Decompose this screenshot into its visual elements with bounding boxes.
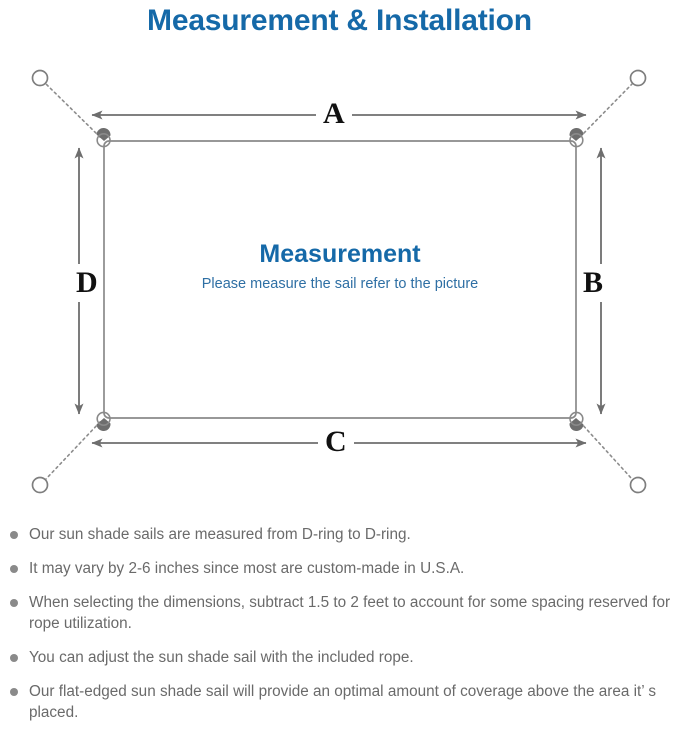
bullet-icon — [10, 654, 18, 662]
anchor-ring-top-left — [31, 69, 49, 87]
sail-measurement-diagram: A B C D Measurement Please measure the s… — [31, 69, 647, 494]
corner-d-rings — [96, 127, 584, 432]
rope-line-top-right — [579, 83, 633, 138]
list-item-text: You can adjust the sun shade sail with t… — [29, 649, 414, 666]
page-title: Measurement & Installation — [147, 4, 532, 37]
d-ring-top-right — [569, 127, 584, 148]
bullet-icon — [10, 688, 18, 696]
list-item-text: It may vary by 2-6 inches since most are… — [29, 560, 465, 577]
list-item-text: Our flat-edged sun shade sail will provi… — [29, 683, 656, 721]
d-ring-bottom-left — [96, 411, 111, 432]
list-item: You can adjust the sun shade sail with t… — [0, 647, 679, 668]
anchor-ring-bottom-left — [31, 476, 49, 494]
anchor-rings — [31, 69, 647, 494]
anchor-ring-bottom-right — [629, 476, 647, 494]
list-item: It may vary by 2-6 inches since most are… — [0, 558, 679, 579]
diagram-center-caption: Measurement Please measure the sail refe… — [120, 240, 560, 293]
rope-lines — [45, 83, 633, 480]
list-item-text: Our sun shade sails are measured from D-… — [29, 526, 411, 543]
bullet-icon — [10, 531, 18, 539]
list-item: Our sun shade sails are measured from D-… — [0, 524, 679, 545]
d-ring-top-left — [96, 127, 111, 148]
rope-line-bottom-right — [579, 421, 633, 480]
d-ring-bottom-right — [569, 411, 584, 432]
rope-line-bottom-left — [45, 421, 101, 480]
diagram-center-heading: Measurement — [259, 240, 421, 268]
dimension-label-b: B — [578, 264, 609, 302]
dimension-label-c: C — [318, 427, 354, 457]
diagram-center-subtext: Please measure the sail refer to the pic… — [201, 276, 479, 292]
sail-outline — [103, 140, 577, 419]
bullet-icon — [10, 565, 18, 573]
list-item: Our flat-edged sun shade sail will provi… — [0, 681, 679, 723]
diagram-canvas — [31, 69, 647, 494]
dimension-arrows — [74, 110, 606, 448]
dimension-label-d: D — [71, 264, 103, 302]
notes-list: Our sun shade sails are measured from D-… — [0, 524, 679, 736]
dimension-label-a: A — [316, 99, 352, 129]
bullet-icon — [10, 599, 18, 607]
rope-line-top-left — [45, 83, 101, 138]
list-item: When selecting the dimensions, subtract … — [0, 592, 679, 634]
list-item-text: When selecting the dimensions, subtract … — [29, 594, 671, 632]
anchor-ring-top-right — [629, 69, 647, 87]
